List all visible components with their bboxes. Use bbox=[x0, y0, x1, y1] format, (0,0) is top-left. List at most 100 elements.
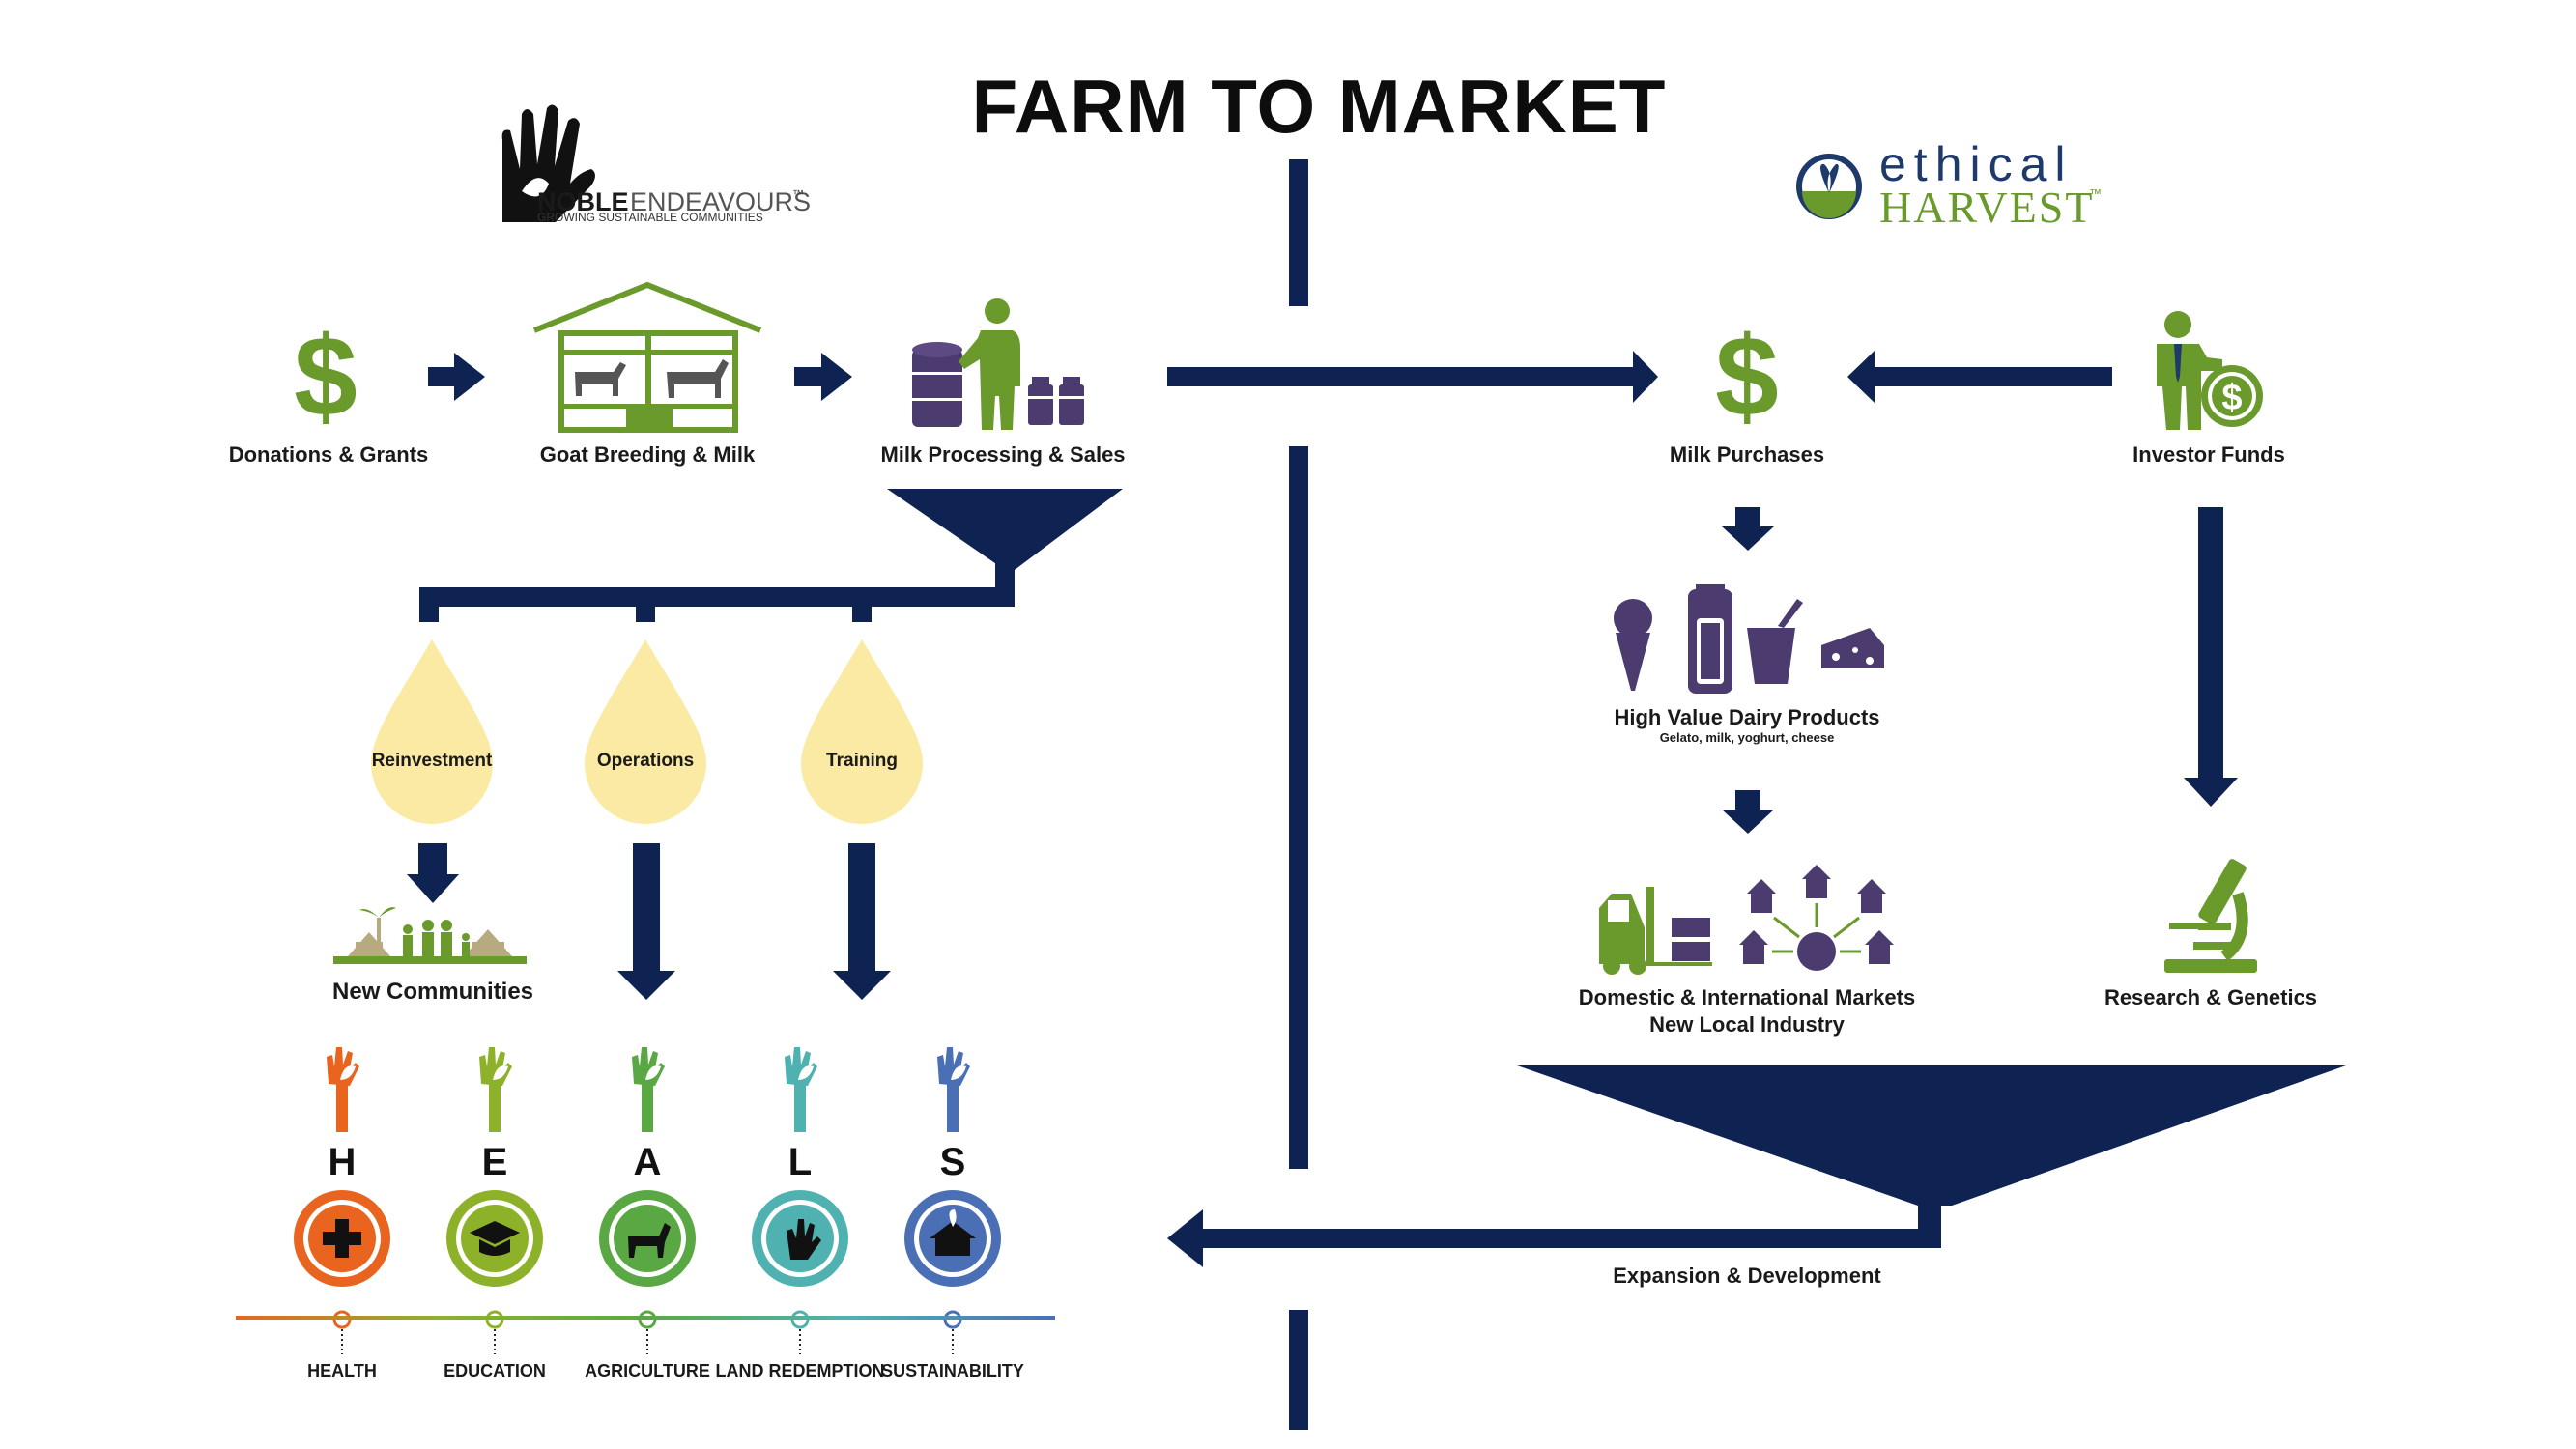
heals-item-sustainability: S SUSTAINABILITY bbox=[881, 1047, 1024, 1380]
worker-head-icon bbox=[985, 298, 1010, 324]
hand-stick-icon bbox=[947, 1082, 959, 1132]
heals-caption: LAND REDEMPTION bbox=[716, 1361, 885, 1380]
graduation-cap-icon bbox=[470, 1221, 520, 1256]
hand-stick-icon bbox=[489, 1082, 501, 1132]
markets-line2-label: New Local Industry bbox=[1649, 1012, 1845, 1037]
hand-stick-icon bbox=[642, 1082, 653, 1132]
raised-hand-icon bbox=[937, 1047, 970, 1086]
milk-purchases-label: Milk Purchases bbox=[1670, 442, 1824, 467]
dairy-sub-label: Gelato, milk, yoghurt, cheese bbox=[1660, 730, 1835, 745]
heals-caption: EDUCATION bbox=[444, 1361, 546, 1380]
sustainable-house-icon bbox=[930, 1209, 976, 1256]
drop-label: Reinvestment bbox=[372, 751, 493, 771]
noble-endeavours-logo: NOBLE ENDEAVOURS ™ GROWING SUSTAINABLE C… bbox=[501, 104, 811, 224]
purchases-dollar-icon: $ bbox=[1715, 313, 1779, 440]
drop-label: Operations bbox=[597, 751, 694, 771]
house-node-icon bbox=[1739, 930, 1768, 964]
center-divider-top bbox=[1289, 159, 1308, 306]
arrow-expansion-back bbox=[1167, 1209, 1941, 1267]
donations-label: Donations & Grants bbox=[229, 442, 429, 467]
raised-hand-icon bbox=[479, 1047, 512, 1086]
investor-funds-label: Investor Funds bbox=[2132, 442, 2285, 467]
ethical-logo-tm: ™ bbox=[2089, 186, 2102, 201]
distribution-bar bbox=[419, 587, 1015, 607]
raised-hand-icon bbox=[632, 1047, 665, 1086]
heals-item-education: E EDUCATION bbox=[444, 1047, 546, 1380]
sprout-icon bbox=[1820, 163, 1839, 193]
heals-item-land-redemption: L LAND REDEMPTION bbox=[716, 1047, 885, 1380]
plus-cross-icon bbox=[323, 1219, 361, 1258]
raised-hand-icon bbox=[327, 1047, 359, 1086]
arrow-reinvestment-down bbox=[407, 843, 459, 903]
milk-processing-icon bbox=[912, 298, 1084, 430]
arrow-investor-to-research bbox=[2184, 507, 2238, 807]
ice-cream-icon bbox=[1614, 599, 1652, 638]
center-divider-mid bbox=[1289, 446, 1308, 1169]
microscope-icon bbox=[2164, 859, 2257, 973]
noble-logo-bold: NOBLE bbox=[537, 187, 629, 216]
goat-figure-icon bbox=[575, 362, 626, 396]
dairy-title-label: High Value Dairy Products bbox=[1614, 705, 1879, 729]
hand-stick-icon bbox=[794, 1082, 806, 1132]
palm-tree-icon bbox=[359, 907, 396, 918]
goat-breeding-label: Goat Breeding & Milk bbox=[540, 442, 756, 467]
heals-letter: H bbox=[329, 1141, 357, 1183]
heals-letter: S bbox=[940, 1141, 966, 1183]
expansion-label: Expansion & Development bbox=[1613, 1264, 1881, 1288]
heals-letter: E bbox=[482, 1141, 508, 1183]
arrow-goat-to-processing bbox=[794, 353, 852, 401]
page-title: FARM TO MARKET bbox=[972, 64, 1667, 149]
drop-training: Training bbox=[801, 639, 923, 824]
ethical-logo-top: ethical bbox=[1879, 137, 2074, 191]
heals-letter: A bbox=[634, 1141, 662, 1183]
heals-caption: AGRICULTURE bbox=[585, 1361, 710, 1380]
worker-body-icon bbox=[959, 330, 1020, 430]
heals-caption: HEALTH bbox=[307, 1361, 377, 1380]
house-node-icon bbox=[1857, 879, 1886, 913]
heals-caption: SUSTAINABILITY bbox=[881, 1361, 1024, 1380]
arrow-donations-to-goat bbox=[428, 353, 485, 401]
goat-figure-icon bbox=[667, 359, 729, 398]
processing-funnel bbox=[887, 489, 1123, 570]
svg-text:$: $ bbox=[2221, 378, 2242, 418]
arrow-training-down bbox=[833, 843, 891, 1000]
ethical-harvest-logo: ethical HARVEST ™ bbox=[1796, 137, 2102, 232]
milk-can-icon bbox=[1028, 384, 1053, 425]
village-icon bbox=[333, 907, 527, 964]
raised-hand-icon bbox=[785, 1047, 817, 1086]
donations-dollar-icon: $ bbox=[294, 313, 358, 440]
house-node-icon bbox=[1747, 879, 1776, 913]
house-node-icon bbox=[1865, 930, 1894, 964]
yoghurt-icon bbox=[1747, 628, 1795, 684]
arrow-investor-to-purchases bbox=[1847, 351, 2112, 403]
expansion-funnel bbox=[1517, 1065, 2346, 1206]
network-hub-icon bbox=[1797, 932, 1836, 971]
heals-letter: L bbox=[788, 1141, 812, 1183]
ethical-logo-bottom: HARVEST bbox=[1879, 183, 2094, 232]
arrow-operations-down bbox=[617, 843, 675, 1000]
markets-icon bbox=[1599, 865, 1894, 975]
noble-logo-tagline: GROWING SUSTAINABLE COMMUNITIES bbox=[537, 211, 763, 224]
cheese-icon bbox=[1821, 628, 1884, 668]
new-communities-label: New Communities bbox=[332, 979, 533, 1005]
research-label: Research & Genetics bbox=[2104, 985, 2317, 1009]
heals-row: H HEALTH E EDUCATION A AGRICULTURE L LAND REDEM… bbox=[294, 1047, 1024, 1380]
house-node-icon bbox=[1802, 865, 1831, 898]
heals-item-agriculture: A AGRICULTURE bbox=[585, 1047, 710, 1380]
center-divider-bottom bbox=[1289, 1310, 1308, 1430]
noble-logo-light: ENDEAVOURS bbox=[630, 187, 811, 216]
milk-processing-label: Milk Processing & Sales bbox=[880, 442, 1125, 467]
dairy-products-icon bbox=[1614, 584, 1884, 694]
goat-barn-icon bbox=[532, 281, 762, 433]
arrow-dairy-to-markets bbox=[1722, 790, 1774, 834]
hand-leaf-icon bbox=[787, 1219, 821, 1260]
drop-label: Training bbox=[826, 751, 898, 771]
hand-stick-icon bbox=[336, 1082, 348, 1132]
drop-operations: Operations bbox=[585, 639, 706, 824]
arrow-purchases-to-dairy bbox=[1722, 507, 1774, 551]
markets-line1-label: Domestic & International Markets bbox=[1579, 985, 1915, 1009]
milk-barrel-icon bbox=[912, 350, 962, 427]
investor-icon: $ bbox=[2157, 311, 2263, 430]
goat-icon bbox=[628, 1223, 671, 1258]
